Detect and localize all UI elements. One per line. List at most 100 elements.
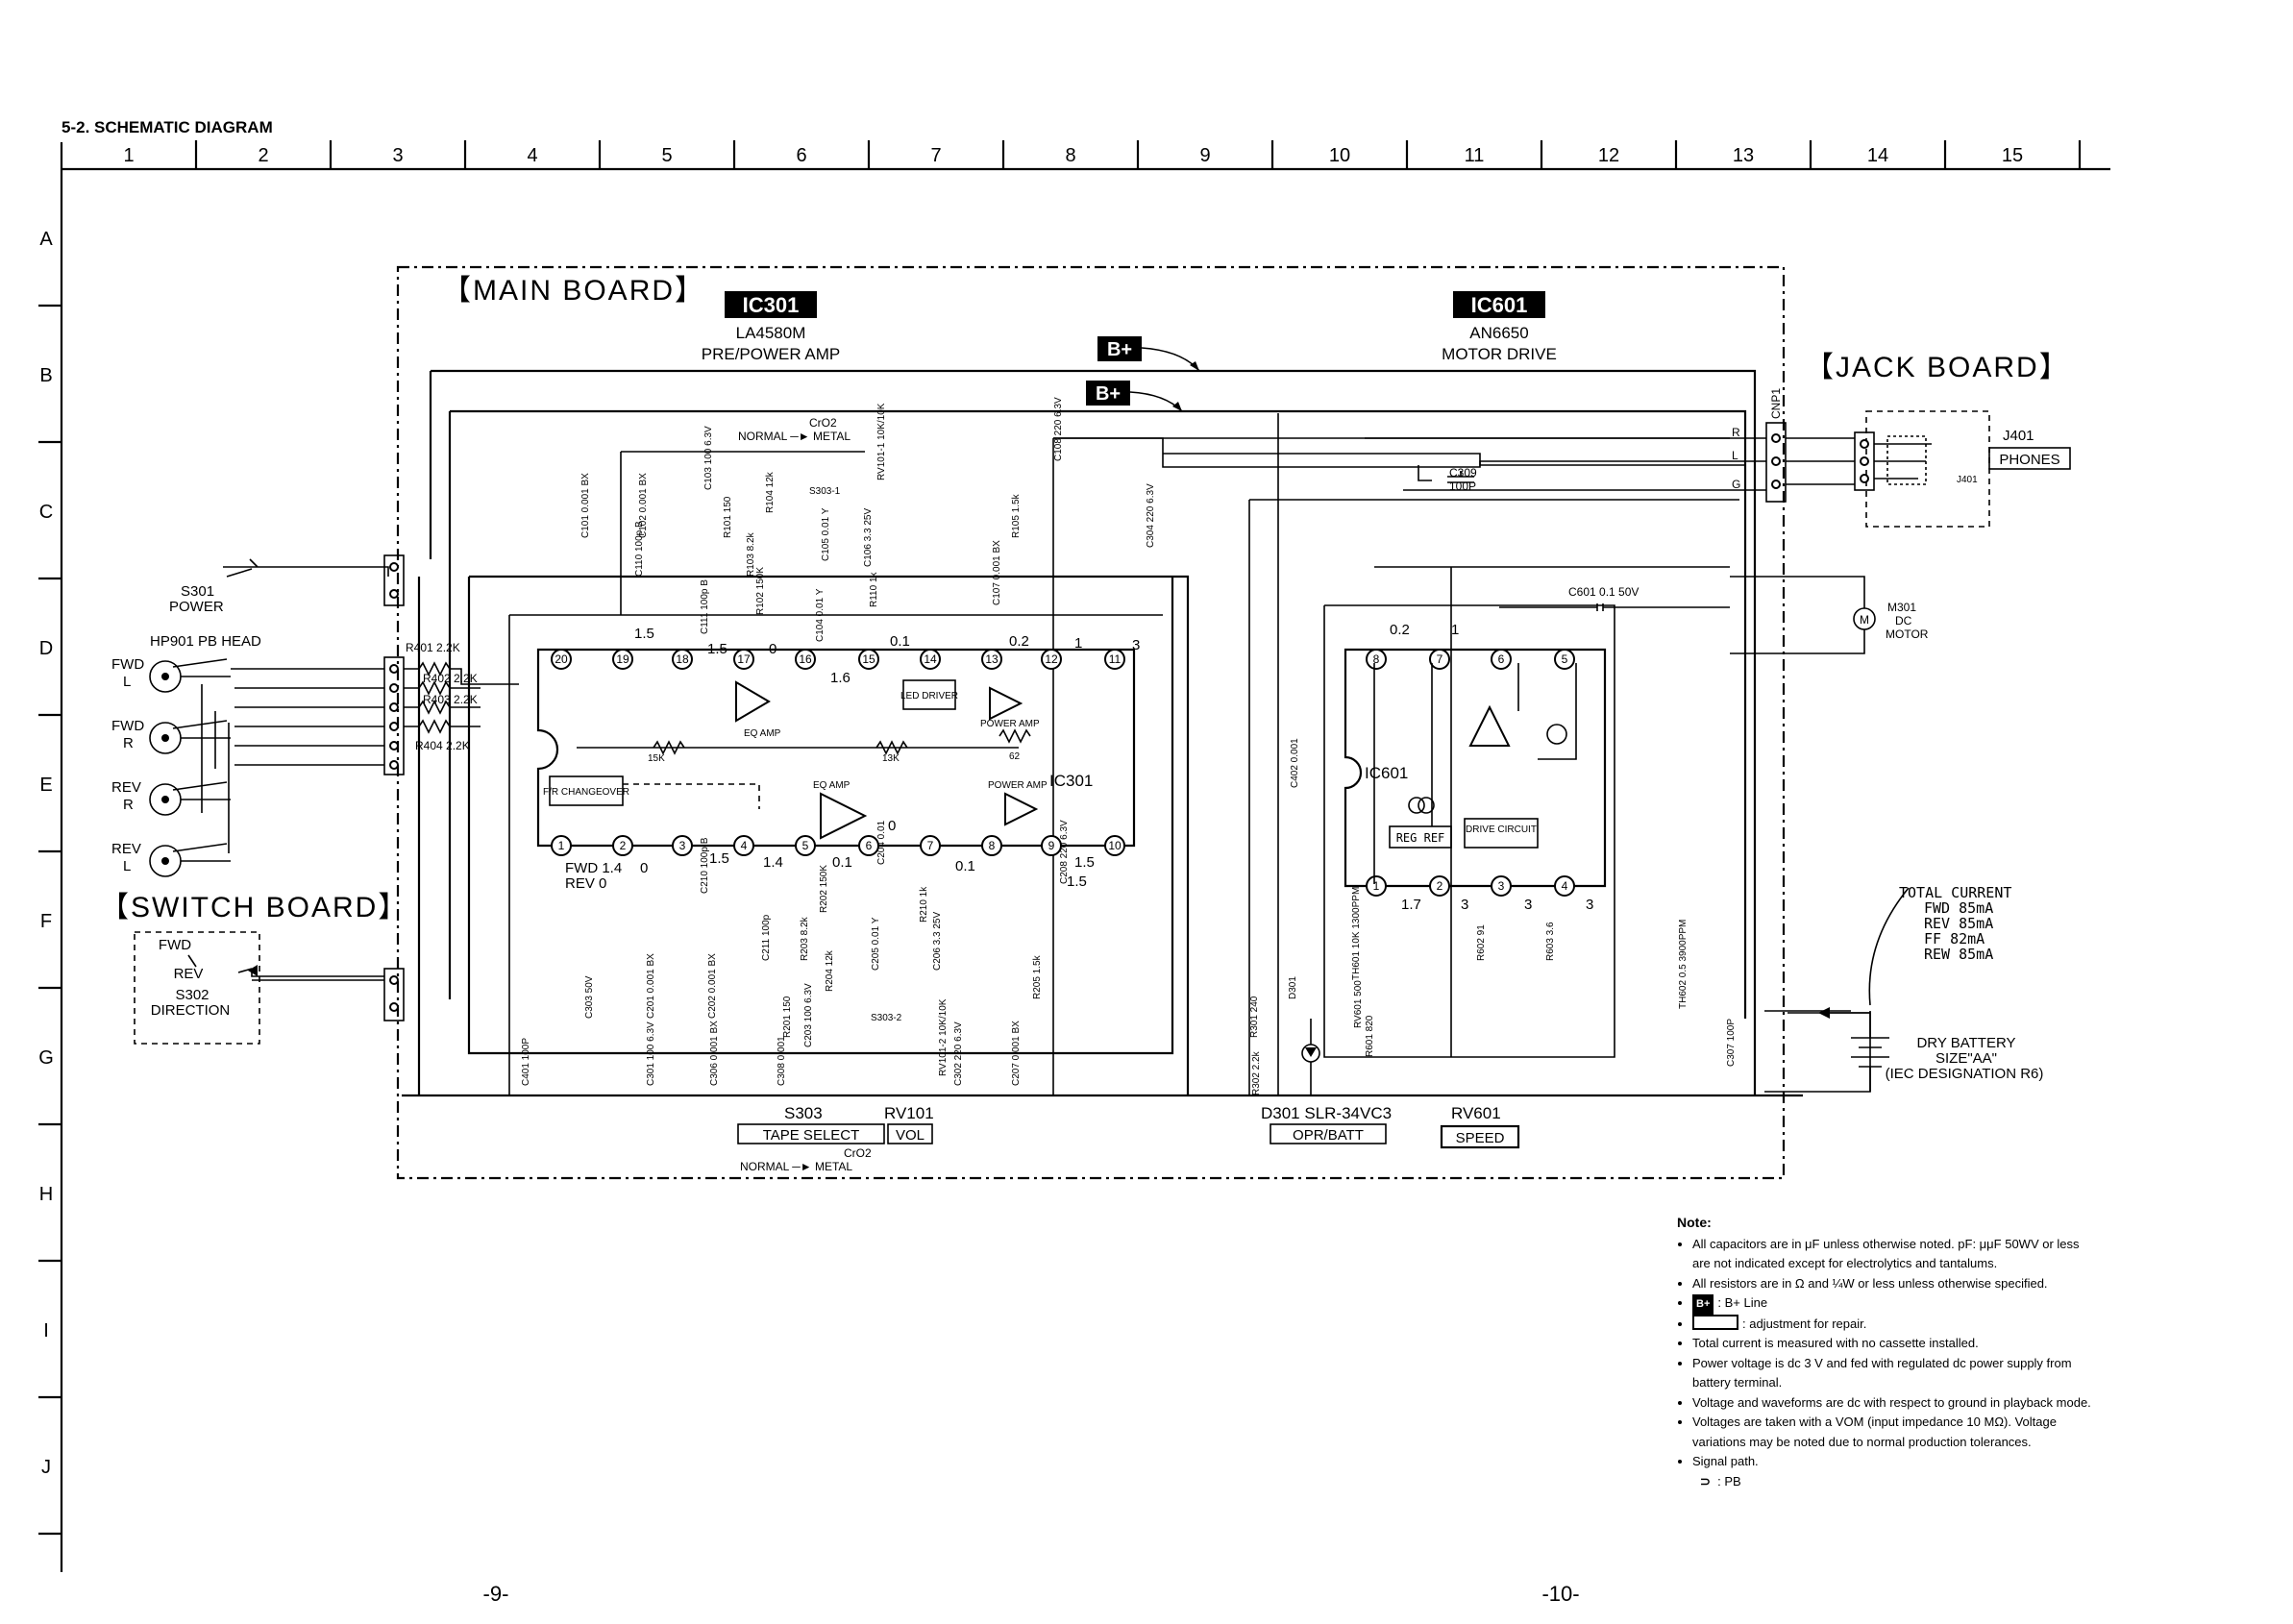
column-label: 8: [1065, 145, 1075, 166]
ic301-upper-pin-number: 20: [555, 652, 568, 666]
voltage-ic601: 3: [1586, 897, 1593, 913]
column-label: 9: [1199, 145, 1210, 166]
ic301-lower-pin-number: 2: [620, 839, 627, 852]
voltage-upper: 1: [1074, 635, 1082, 652]
s302-fwd: FWD: [159, 937, 191, 953]
cro2-bottom: CrO2: [844, 1146, 872, 1160]
ic601-lower-pin-number: 1: [1373, 879, 1380, 893]
note-adjust-text: : adjustment for repair.: [1742, 1316, 1867, 1331]
drive-circuit-label: DRIVE CIRCUIT: [1466, 824, 1537, 835]
part-label-c301: C301 100 6.3V: [646, 1021, 656, 1086]
ic301-lower-pin-number: 7: [927, 839, 934, 852]
part-label-c101: C101 0.001 BX: [580, 473, 591, 538]
ic301-upper-pin: [551, 649, 572, 670]
ic301-upper-pin: [733, 649, 754, 670]
s301-sub: POWER: [169, 599, 224, 615]
voltage-upper: 0.1: [890, 633, 910, 650]
cro2-top-arrow: NORMAL ─► METAL: [738, 430, 851, 443]
ic601-part: AN6650: [1469, 324, 1528, 342]
input-resistors: R401 2.2K R402 2.2K R403 2.2K R404 2.2K: [404, 641, 519, 752]
ic301-upper-pin-number: 18: [676, 652, 689, 666]
ic601-lower-pin: [1491, 875, 1512, 897]
part-label-r102: R102 150K: [755, 567, 766, 615]
column-label: 4: [527, 145, 537, 166]
motor-label: M301: [1887, 601, 1916, 614]
speed-box[interactable]: SPEED: [1456, 1130, 1505, 1146]
d301-led: [1301, 1019, 1320, 1095]
s301-power-switch[interactable]: S301 POWER: [169, 558, 389, 615]
part-label-c103: C103 100 6.3V: [703, 426, 714, 490]
row-label: C: [39, 502, 53, 523]
jack-board-wiring: CNP1 R L G J401 PHONES J401 C309 100P: [1053, 388, 2071, 503]
ic601-desc: MOTOR DRIVE: [1442, 345, 1557, 363]
switch-board-outline: [134, 931, 260, 1045]
ic601-upper-pin-number: 7: [1437, 652, 1443, 666]
j401-phones: PHONES: [1999, 452, 2059, 468]
ic301-header: IC301 LA4580M PRE/POWER AMP: [702, 291, 840, 363]
note-item: : adjustment for repair.: [1692, 1314, 2100, 1335]
opr-batt-box[interactable]: OPR/BATT: [1293, 1127, 1364, 1144]
tape-select-top: CrO2 NORMAL ─► METAL S303-1 S303-2: [738, 416, 902, 1023]
ic301-part: LA4580M: [736, 324, 806, 342]
part-label-r202: R202 150K: [819, 865, 829, 913]
part-label-r201: R201 150: [782, 996, 793, 1038]
part-label-rv101_1: RV101-1 10K/10K: [876, 403, 887, 480]
notes-title: Note:: [1677, 1215, 1712, 1230]
bplus-line-1: B+: [1097, 336, 1200, 372]
rv101-label: RV101: [884, 1104, 934, 1122]
reg-ref-label: REG REF: [1396, 831, 1445, 845]
fr-changeover-label: F/R CHANGEOVER: [543, 787, 629, 798]
ic301-lower-pin-number: 10: [1108, 839, 1122, 852]
voltage-lower: REV 0: [565, 875, 606, 892]
part-label-r601: R601 820: [1365, 1015, 1375, 1057]
vol-box[interactable]: VOL: [896, 1127, 925, 1144]
note-item: Power voltage is dc 3 V and fed with reg…: [1692, 1354, 2100, 1393]
r403-label: R403 2.2K: [423, 693, 478, 706]
s302-desc: DIRECTION: [151, 1002, 231, 1019]
row-label: A: [39, 229, 53, 250]
cro2-bottom-arrow: NORMAL ─► METAL: [740, 1160, 852, 1173]
ic601-badge: IC601: [1471, 293, 1528, 317]
part-label-r602: R602 91: [1476, 924, 1487, 961]
column-label: 2: [258, 145, 268, 166]
part-label-c203: C203 100 6.3V: [803, 983, 814, 1047]
note-item: B+: B+ Line: [1692, 1293, 2100, 1315]
voltage-ic601: 1: [1451, 622, 1459, 638]
s303-label: S303: [784, 1104, 823, 1122]
ic301-upper-pin-number: 11: [1109, 652, 1122, 666]
ic601-upper-pin-number: 6: [1498, 652, 1505, 666]
column-label: 14: [1867, 145, 1888, 166]
switch-board-s302[interactable]: FWD REV S302 DIRECTION: [151, 937, 384, 1019]
ic301-lower-pin: [1104, 835, 1125, 856]
tape-select-box[interactable]: TAPE SELECT: [763, 1127, 860, 1144]
part-label-r101: R101 150: [723, 496, 733, 538]
ic301-upper-pin: [1104, 649, 1125, 670]
dry-battery: DRY BATTERY SIZE"AA" (IEC DESIGNATION R6…: [1788, 884, 2043, 1092]
part-label-c202: C202 0.001 BX: [707, 953, 718, 1019]
voltage-upper: 3: [1132, 637, 1140, 653]
part-label-c303: C303 50V: [584, 975, 595, 1019]
part-label-th602: TH602 0.5 3900PPM: [1678, 920, 1689, 1009]
part-label-c304: C304 220 6.3V: [1146, 483, 1156, 548]
ic301-eq-amp-lower: EQ AMP: [813, 780, 851, 791]
j401-small: J401: [1957, 475, 1978, 485]
ic301-power-amp-lower: POWER AMP: [988, 780, 1048, 791]
ic301-eq-amp-upper: EQ AMP: [744, 728, 781, 739]
ic301-lower-pin: [1041, 835, 1062, 856]
res-62-label: 62: [1009, 751, 1021, 762]
total-current-rew: REW 85mA: [1924, 946, 1993, 963]
signal-path-legend: ⊃ : PB: [1677, 1472, 2100, 1492]
voltage-ic601: 3: [1524, 897, 1532, 913]
motor-dc: DC: [1895, 614, 1912, 627]
ic301-upper-pin: [920, 649, 941, 670]
column-label: 1: [123, 145, 134, 166]
part-label-rv101_2: RV101-2 10K/10K: [938, 998, 949, 1076]
voltage-lower: FWD 1.4: [565, 860, 622, 876]
voltage-upper: 1.5: [707, 641, 727, 657]
rv601-label: RV601: [1451, 1104, 1501, 1122]
s301-label: S301: [181, 583, 214, 600]
part-label-c201: C201 0.001 BX: [646, 953, 656, 1019]
ic601-upper-pin: [1429, 649, 1450, 670]
ic601-lower-pin: [1366, 875, 1387, 897]
